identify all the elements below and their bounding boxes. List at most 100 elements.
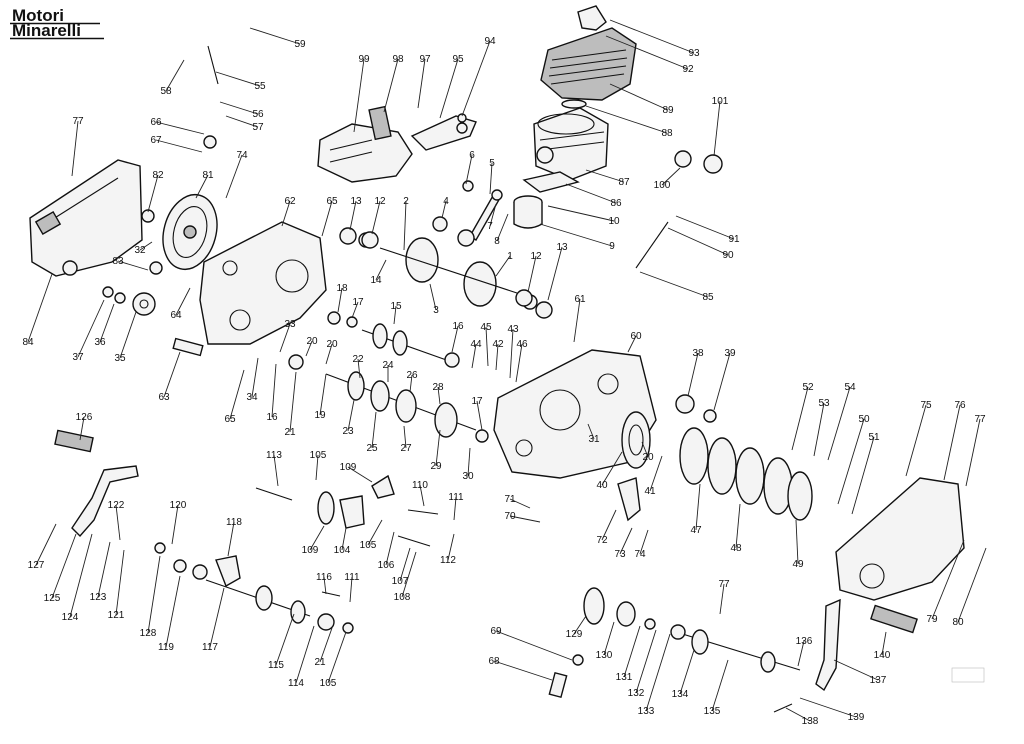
clutch-gear-drawing (621, 411, 651, 469)
leader-line (453, 496, 457, 521)
part-number-label: 82 (152, 170, 164, 181)
part-number-label: 118 (226, 517, 242, 528)
leader-line (713, 352, 731, 411)
leader-line (495, 630, 573, 661)
part-number-label: 109 (302, 545, 319, 556)
leader-line (275, 613, 295, 666)
leader-line (279, 323, 291, 353)
logo-line-2: Minarelli (12, 21, 81, 40)
leader-line (383, 58, 399, 113)
leader-line (437, 386, 441, 405)
part-number-label: 45 (480, 322, 492, 333)
leader-line (419, 484, 425, 507)
part-number-label: 113 (266, 450, 282, 461)
base-gasket-drawing (522, 171, 580, 193)
part-number-label: 64 (170, 310, 182, 321)
part-number-label: 106 (378, 560, 395, 571)
clutch-pack-drawing (679, 427, 813, 521)
leader-line (27, 273, 53, 343)
leader-line (393, 305, 397, 325)
part-number-label: 49 (792, 559, 804, 570)
leader-line (485, 326, 489, 367)
part-number-label: 89 (662, 105, 674, 116)
leader-lines (27, 19, 987, 722)
leader-line (219, 101, 259, 115)
leader-line (797, 640, 805, 667)
leader-line (461, 40, 491, 117)
part-number-label: 101 (712, 96, 729, 107)
leader-line (327, 631, 347, 684)
leader-line (371, 200, 381, 235)
leader-line (639, 529, 649, 555)
leader-line (813, 402, 825, 457)
leader-line (51, 533, 77, 599)
leader-line (225, 154, 243, 199)
leader-line (539, 223, 613, 247)
part-number-label: 92 (682, 64, 694, 75)
leader-line (155, 139, 203, 153)
leader-line (225, 115, 259, 128)
leader-line (337, 287, 343, 313)
leader-line (675, 215, 735, 240)
leader-line (605, 35, 689, 70)
part-number-label: 5 (489, 158, 495, 169)
part-number-label: 2 (403, 196, 409, 207)
leader-line (489, 162, 493, 195)
leader-line (931, 539, 965, 620)
leader-line (367, 519, 383, 546)
part-number-label: 7 (487, 221, 493, 232)
leader-line (679, 649, 695, 695)
part-number-label: 8 (494, 236, 500, 247)
leader-line (851, 436, 875, 515)
part-number-label: 51 (868, 432, 880, 443)
part-number-label: 76 (954, 400, 966, 411)
part-number-label: 74 (634, 549, 646, 560)
leader-line (171, 504, 179, 545)
part-number-label: 4 (443, 196, 449, 207)
leader-line (799, 697, 857, 718)
leader-line (385, 531, 395, 566)
leader-line (905, 404, 927, 477)
leader-line (371, 411, 377, 449)
leader-line (321, 200, 333, 237)
part-drawings (29, 5, 965, 713)
leader-line (609, 19, 695, 54)
part-number-label: 46 (516, 339, 528, 350)
part-number-label: 72 (596, 535, 608, 546)
leader-line (139, 241, 153, 251)
leader-line (627, 335, 637, 353)
leader-line (281, 200, 291, 227)
part-number-label: 68 (488, 656, 500, 667)
leader-line (565, 183, 617, 204)
leader-line (349, 200, 357, 231)
part-number-label: 36 (94, 337, 106, 348)
crankshaft-drawing (358, 232, 538, 310)
part-number-label: 42 (492, 339, 504, 350)
leader-line (251, 357, 259, 398)
leader-line (351, 301, 359, 319)
leader-line (409, 374, 413, 393)
leader-line (827, 386, 851, 461)
leader-line (349, 576, 353, 603)
part-number-label: 59 (294, 39, 306, 50)
leader-line (79, 416, 85, 441)
part-number-label: 12 (374, 196, 386, 207)
part-number-label: 41 (644, 486, 656, 497)
part-number-label: 52 (802, 382, 814, 393)
part-number-label: 56 (252, 109, 264, 120)
leader-line (271, 363, 277, 418)
part-number-label: 100 (654, 180, 671, 191)
leader-line (641, 441, 649, 458)
part-number-label: 129 (566, 629, 583, 640)
kickstart-gear-drawing (583, 587, 801, 673)
leader-line (319, 627, 333, 663)
leader-line (603, 621, 615, 656)
leader-line (509, 328, 514, 379)
sprocket-drawing (132, 292, 156, 316)
leader-line (315, 454, 319, 481)
part-number-label: 136 (796, 636, 813, 647)
part-number-label: 19 (314, 410, 326, 421)
kickstart-lever-drawing (54, 429, 139, 538)
